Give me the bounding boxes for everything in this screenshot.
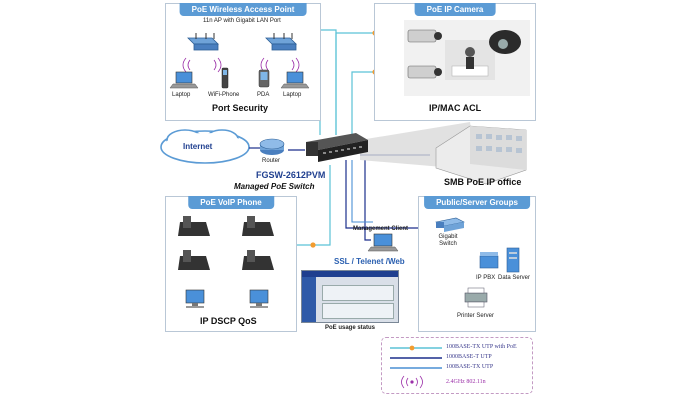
legend-label-poe: 100BASE-TX UTP with PoE	[446, 344, 517, 350]
management-client-label: Management Client	[353, 226, 409, 232]
poe-usage-status-label: PoE usage status	[325, 325, 376, 331]
screen-sidebar	[302, 277, 316, 322]
device-label-laptop-2: Laptop	[283, 92, 302, 98]
pda-icon	[258, 69, 270, 88]
router-icon	[259, 138, 285, 155]
office-building-icon	[435, 125, 527, 185]
access-point-1-icon	[187, 33, 219, 51]
legend-poe-marker	[409, 345, 415, 351]
voip-phone-1-icon	[178, 216, 210, 236]
panel-title-server-groups: Public/Server Groups	[424, 196, 530, 209]
poe-status-screen	[301, 270, 399, 323]
panel-title-wireless-ap: PoE Wireless Access Point	[179, 3, 307, 16]
legend-label-wifi: 2.4GHz 802.11n	[446, 379, 486, 385]
panel-title-voip-phone: PoE VoIP Phone	[188, 196, 274, 209]
section-label-ip-mac-acl: IP/MAC ACL	[429, 103, 482, 113]
access-point-2-icon	[265, 33, 297, 51]
computer-2-icon	[249, 289, 269, 308]
internet-label: Internet	[183, 142, 213, 151]
legend-label-gigabit: 1000BASE-T UTP	[446, 354, 492, 360]
data-server-label: Data Server	[498, 275, 531, 281]
voip-phone-3-icon	[178, 250, 210, 270]
computer-1-icon	[185, 289, 205, 308]
router-label: Router	[262, 158, 281, 164]
legend-swatches	[390, 345, 442, 389]
legend: 100BASE-TX UTP with PoE 1000BASE-T UTP 1…	[381, 337, 533, 394]
screen-table-2	[322, 303, 394, 319]
panel-wireless-ap: PoE Wireless Access Point	[165, 3, 321, 121]
gigabit-switch-label: Gigabit Switch	[438, 234, 458, 247]
office-label: SMB PoE IP office	[444, 177, 522, 187]
section-label-port-security: Port Security	[212, 103, 269, 113]
panel-title-ip-camera: PoE IP Camera	[414, 3, 496, 16]
printer-server-icon	[464, 287, 488, 308]
laptop-2-icon	[280, 71, 310, 89]
section-label-ip-dscp-qos: IP DSCP QoS	[200, 316, 257, 326]
wifi-phone-icon	[221, 67, 229, 89]
screen-header	[302, 271, 398, 277]
device-label-pda: PDA	[257, 92, 270, 98]
switch-model-subtitle: Managed PoE Switch	[234, 182, 315, 191]
ap-subtitle: 11n AP with Gigabit LAN Port	[203, 18, 281, 24]
voip-phone-4-icon	[242, 250, 274, 270]
gigabit-switch-icon	[435, 217, 465, 232]
voip-phone-2-icon	[242, 216, 274, 236]
protocols-label: SSL / Telenet /Web	[334, 257, 405, 266]
ip-pbx-label: IP PBX	[476, 275, 496, 281]
internet-cloud-icon	[160, 129, 250, 164]
bullet-camera-2-icon	[407, 65, 442, 79]
device-label-wifi-phone: WiFi-Phone	[208, 92, 240, 98]
device-label-laptop-1: Laptop	[172, 92, 191, 98]
switch-model-label: FGSW-2612PVM	[256, 170, 326, 180]
ip-pbx-icon	[479, 252, 499, 269]
data-server-icon	[506, 247, 520, 273]
poe-switch-icon	[306, 133, 368, 162]
dome-camera-icon	[489, 30, 521, 54]
laptop-1-icon	[169, 71, 199, 89]
management-laptop-icon	[367, 233, 399, 252]
bullet-camera-1-icon	[407, 29, 442, 43]
legend-wifi-icon	[401, 375, 423, 389]
screen-table	[322, 285, 394, 301]
wifi-arcs-icon	[182, 57, 300, 73]
legend-label-fast: 100BASE-TX UTP	[446, 364, 494, 370]
printer-server-label: Printer Server	[457, 313, 495, 319]
